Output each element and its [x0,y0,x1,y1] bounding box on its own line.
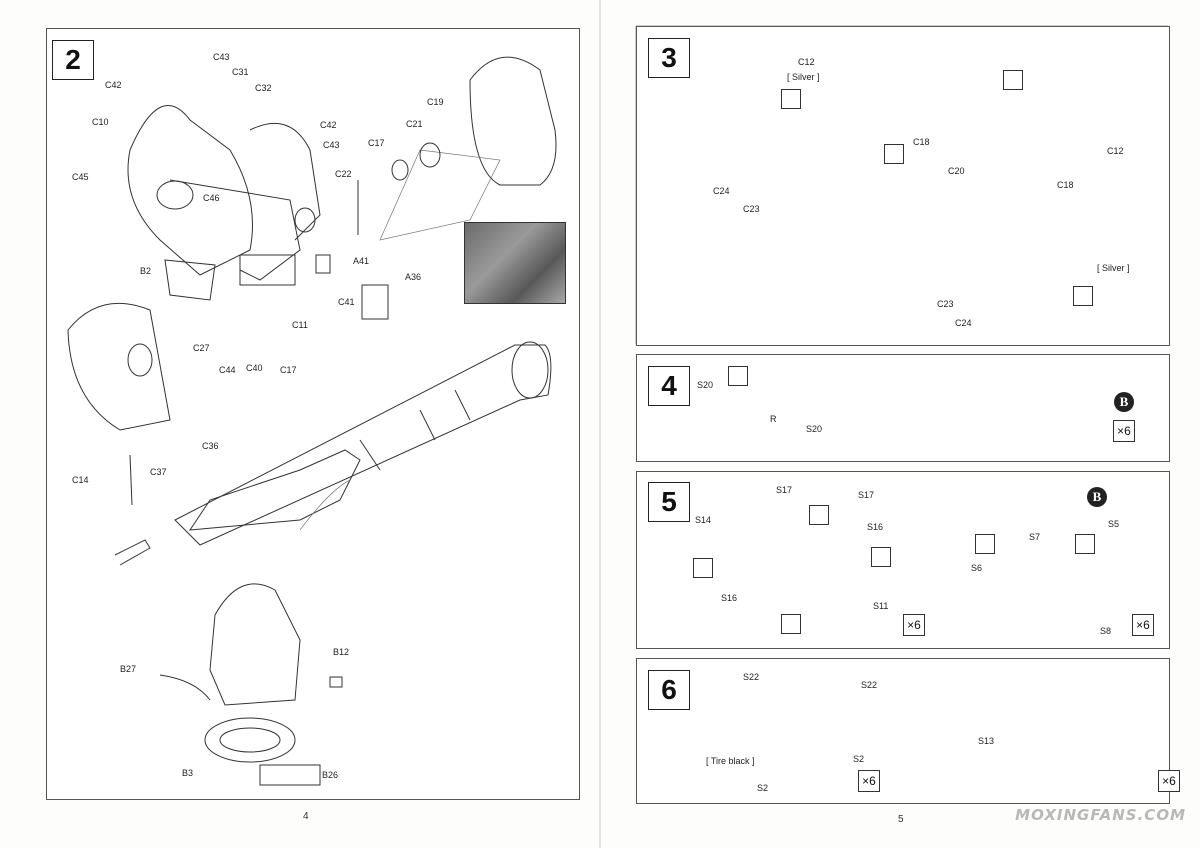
no-glue-icon [871,547,891,567]
no-glue-icon [1075,534,1095,554]
no-glue-icon [1003,70,1023,90]
part-label: C31 [232,67,249,77]
part-label: A36 [405,272,422,282]
part-label: C10 [92,117,109,127]
part-label: S22 [861,680,878,690]
no-glue-icon [1073,286,1093,306]
part-label: C18 [1057,180,1074,190]
part-label: C42 [320,120,337,130]
part-label: B26 [322,770,339,780]
part-label: C46 [203,193,220,203]
part-label: S13 [978,736,995,746]
part-label: S20 [697,380,714,390]
part-label: S16 [867,522,884,532]
paint-note: [ Silver ] [787,72,820,82]
part-label: C45 [72,172,89,182]
quantity-box: ×6 [1158,770,1180,792]
step3-number: 3 [648,38,690,78]
part-label: B3 [182,768,194,778]
paint-note: [ Tire black ] [706,756,755,766]
no-glue-icon [809,505,829,525]
part-label: C43 [213,52,230,62]
part-label: S17 [776,485,793,495]
step4-number: 4 [648,366,690,406]
part-label: C41 [338,297,355,307]
part-label: B27 [120,664,137,674]
step6-panel [636,658,1170,804]
step2-panel [46,28,580,800]
step2-number: 2 [52,40,94,80]
part-label: C24 [713,186,730,196]
part-label: A41 [353,256,370,266]
no-glue-icon [975,534,995,554]
part-label: S2 [853,754,865,764]
part-label: C17 [280,365,297,375]
subassembly-badge: B [1114,392,1134,412]
part-label: C12 [798,57,815,67]
page-number-left: 4 [303,811,309,822]
quantity-box: ×6 [903,614,925,636]
part-label: S2 [757,783,769,793]
paint-drop-icon [728,366,748,386]
part-label: S5 [1108,519,1120,529]
part-label: C17 [368,138,385,148]
part-label: C40 [246,363,263,373]
page-gutter [599,0,601,848]
part-label: S16 [721,593,738,603]
part-label: C42 [105,80,122,90]
page-number-right: 5 [898,814,904,825]
part-label: S20 [806,424,823,434]
part-label: C23 [937,299,954,309]
subassembly-badge: B [1087,487,1107,507]
part-label: C43 [323,140,340,150]
quantity-box: ×6 [858,770,880,792]
no-glue-icon [884,144,904,164]
quantity-box: ×6 [1132,614,1154,636]
part-label: C36 [202,441,219,451]
part-label: C32 [255,83,272,93]
part-label: C44 [219,365,236,375]
reference-photo [464,222,566,304]
part-label: C21 [406,119,423,129]
part-label: S6 [971,563,983,573]
part-label: C23 [743,204,760,214]
part-label: B2 [140,266,152,276]
part-label: C27 [193,343,210,353]
no-glue-icon [781,614,801,634]
part-label: C14 [72,475,89,485]
part-label: C20 [948,166,965,176]
part-label: C22 [335,169,352,179]
part-label: S11 [873,601,889,611]
step5-number: 5 [648,482,690,522]
part-label: C37 [150,467,167,477]
watermark-logo: MOXINGFANS.COM [1015,806,1186,824]
part-label: B12 [333,647,350,657]
part-label: C12 [1107,146,1124,156]
part-label: S7 [1029,532,1041,542]
part-label: C19 [427,97,444,107]
no-glue-icon [781,89,801,109]
quantity-box: ×6 [1113,420,1135,442]
paint-note: [ Silver ] [1097,263,1130,273]
part-label: S8 [1100,626,1112,636]
no-glue-icon [693,558,713,578]
part-label: R [770,414,777,424]
part-label: S22 [743,672,760,682]
part-label: C11 [292,320,308,330]
part-label: C18 [913,137,930,147]
part-label: S17 [858,490,875,500]
part-label: C24 [955,318,972,328]
step4-panel [636,354,1170,462]
part-label: S14 [695,515,712,525]
step6-number: 6 [648,670,690,710]
